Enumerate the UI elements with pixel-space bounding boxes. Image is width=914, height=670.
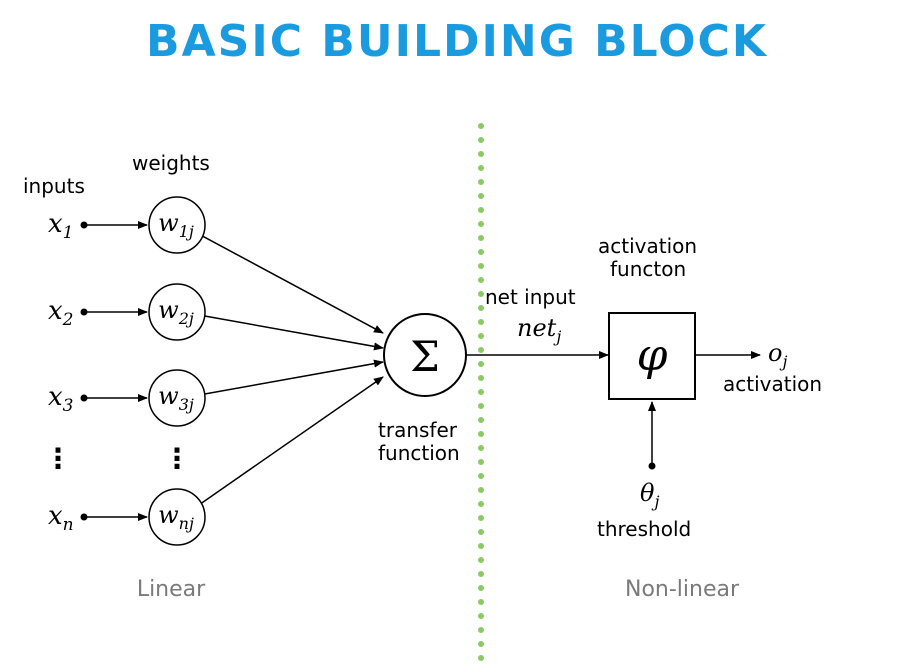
- theta-symbol: θj: [640, 479, 659, 511]
- weight-node: [148, 488, 206, 546]
- weight-node: [148, 369, 206, 427]
- input-label: x3: [48, 382, 74, 416]
- weights-label: weights: [132, 151, 210, 175]
- input-label: x2: [48, 296, 74, 330]
- weight-to-sum-arrow: [204, 359, 384, 395]
- weight-node: [148, 196, 206, 254]
- page-title: BASIC BUILDING BLOCK: [146, 16, 768, 67]
- weight-label: w2j: [158, 296, 194, 328]
- activation-function-box: [608, 312, 696, 400]
- weight-to-sum-arrow: [200, 376, 384, 504]
- activation-function-label-line2: functon: [610, 257, 686, 281]
- net-symbol: netj: [517, 314, 561, 346]
- weight-to-sum-arrow: [202, 235, 384, 334]
- input-label: xn: [48, 501, 74, 535]
- sigma-icon: Σ: [410, 332, 440, 381]
- inputs-ellipsis: ⋮: [44, 442, 72, 475]
- nonlinear-region-label: Non-linear: [625, 577, 740, 602]
- threshold-label: threshold: [597, 517, 691, 541]
- weight-to-sum-arrow: [204, 315, 384, 351]
- activation-function-label-line1: activation: [598, 234, 697, 258]
- weight-node: [148, 283, 206, 341]
- transfer-function-label-line2: function: [378, 441, 460, 465]
- inputs-label: inputs: [23, 174, 85, 198]
- weight-label: w3j: [158, 382, 194, 414]
- transfer-function-label-line1: transfer: [378, 418, 458, 442]
- activation-label: activation: [723, 372, 822, 396]
- linear-region-label: Linear: [137, 577, 206, 602]
- output-symbol: oj: [768, 339, 787, 371]
- weight-label: w1j: [158, 209, 194, 241]
- net-input-label: net input: [485, 285, 576, 309]
- weight-label: wnj: [158, 501, 194, 533]
- weights-ellipsis: ⋮: [163, 442, 191, 475]
- input-label: x1: [48, 209, 74, 243]
- phi-icon: φ: [637, 330, 668, 381]
